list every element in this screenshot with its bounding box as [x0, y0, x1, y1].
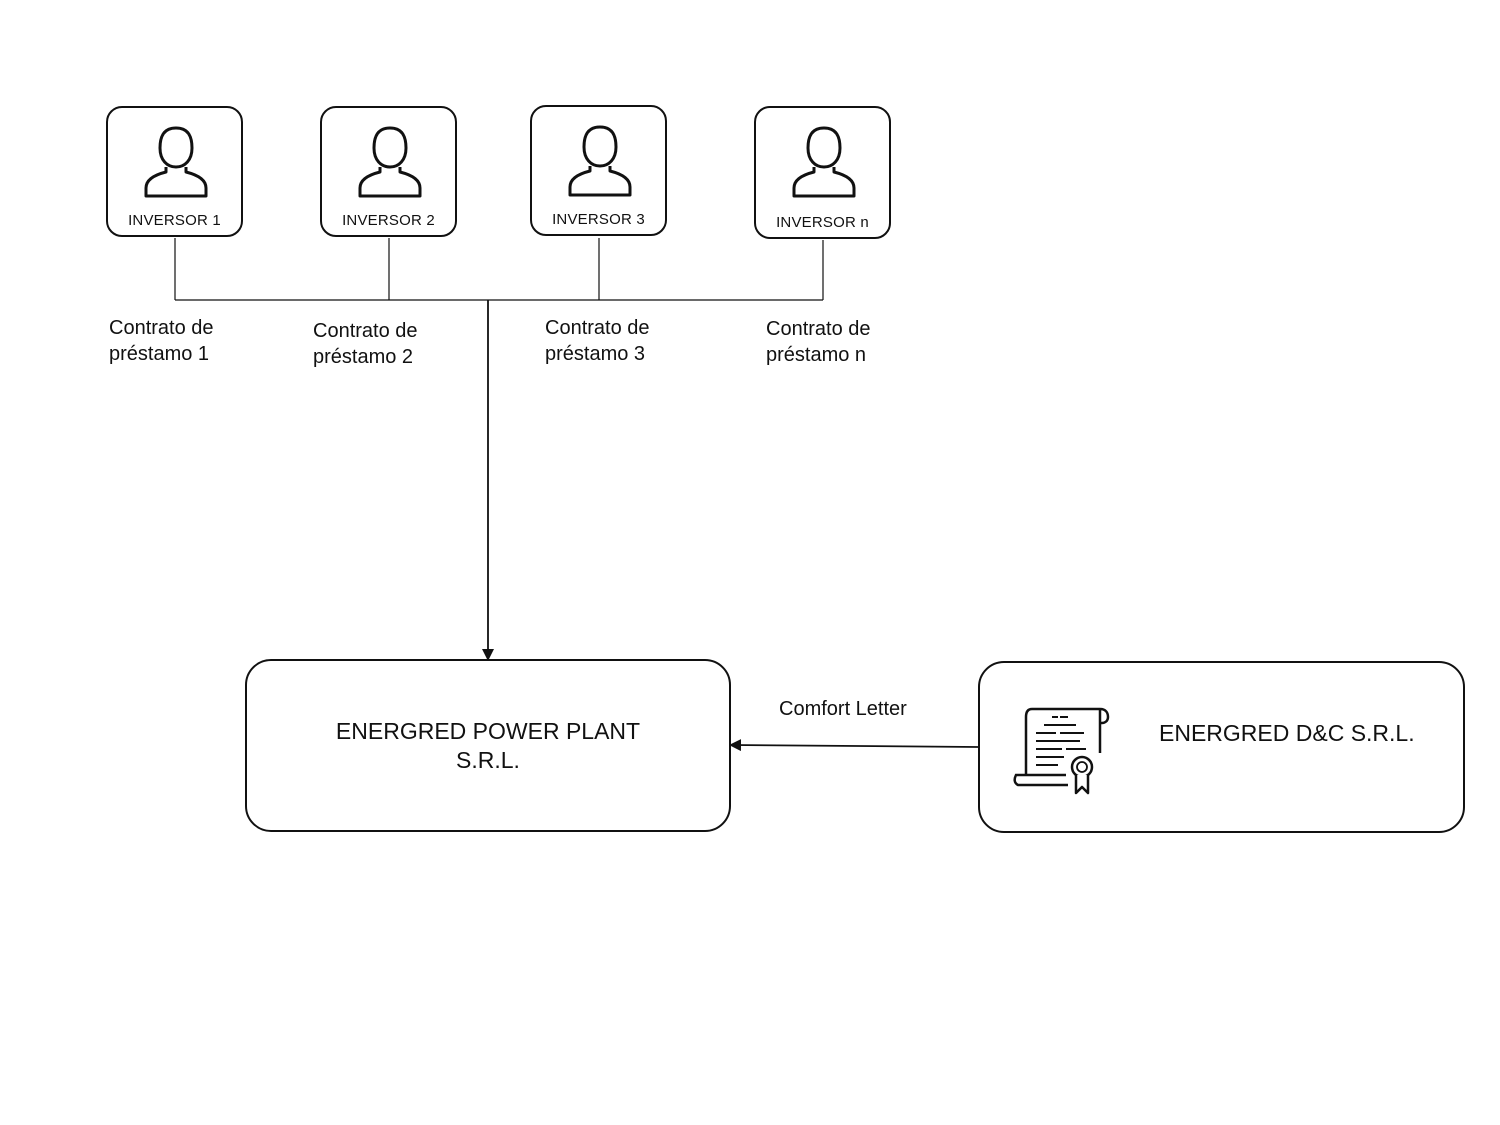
contract-line-2: préstamo 2	[313, 346, 414, 368]
comfort-letter-label: Comfort Letter	[779, 698, 907, 720]
contract-line-2: préstamo 3	[545, 343, 646, 365]
power-plant-name: ENERGRED POWER PLANT S.R.L.	[247, 717, 729, 775]
investor-label: INVERSOR 1	[128, 212, 221, 229]
person-icon	[144, 126, 208, 198]
investor-2-box: INVERSOR 2	[320, 106, 457, 237]
certificate-scroll-icon	[1013, 707, 1110, 795]
power-plant-name-line-1: ENERGRED POWER PLANT	[335, 718, 641, 744]
contract-line-2: préstamo n	[766, 344, 867, 366]
investor-1-box: INVERSOR 1	[106, 106, 243, 237]
investor-label: INVERSOR 2	[342, 212, 435, 229]
loan-contract-label-1: Contrato de préstamo 1	[109, 315, 214, 367]
contract-line-2: préstamo 1	[109, 343, 210, 365]
person-icon	[358, 126, 422, 198]
power-plant-box: ENERGRED POWER PLANT S.R.L.	[245, 659, 731, 832]
contract-line-1: Contrato de	[766, 318, 871, 340]
loan-contract-label-3: Contrato de préstamo 3	[545, 315, 650, 367]
power-plant-name-line-2: S.R.L.	[456, 747, 520, 773]
dc-company-name: ENERGRED D&C S.R.L.	[1159, 720, 1415, 746]
dc-company-box: ENERGRED D&C S.R.L.	[978, 661, 1465, 833]
comfort-letter-arrow	[729, 739, 979, 752]
investor-n-box: INVERSOR n	[754, 106, 891, 239]
contract-line-1: Contrato de	[545, 317, 650, 339]
investor-label: INVERSOR n	[776, 214, 869, 231]
investor-label: INVERSOR 3	[552, 211, 645, 228]
loan-contract-label-n: Contrato de préstamo n	[766, 316, 871, 368]
investor-3-box: INVERSOR 3	[530, 105, 667, 236]
person-icon	[792, 126, 856, 198]
loan-contract-label-2: Contrato de préstamo 2	[313, 318, 418, 370]
contract-line-1: Contrato de	[313, 320, 418, 342]
contract-line-1: Contrato de	[109, 317, 214, 339]
person-icon	[568, 125, 632, 197]
